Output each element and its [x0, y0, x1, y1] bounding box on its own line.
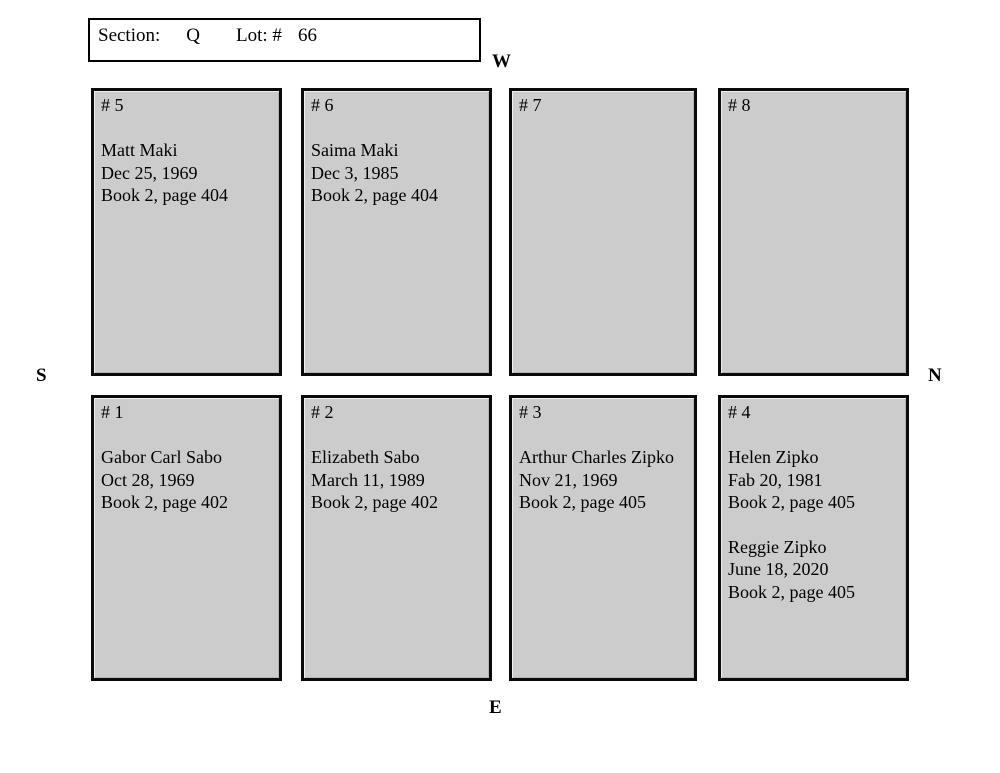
burial-name: Elizabeth Sabo	[311, 447, 420, 467]
plot-cell[interactable]: # 8	[718, 88, 909, 376]
compass-label-east: E	[489, 697, 502, 718]
plot-number: # 7	[519, 95, 542, 115]
burial-date: Nov 21, 1969	[519, 469, 618, 490]
compass-label-north: N	[928, 365, 943, 386]
burial-reference: Book 2, page 404	[101, 185, 228, 205]
section-label: Section:	[98, 25, 161, 46]
lot-value: 66	[297, 25, 317, 46]
burial-name: Helen Zipko	[728, 447, 819, 467]
section-value: Q	[186, 25, 201, 46]
burial-name: Reggie Zipko	[728, 536, 827, 557]
plot-cell[interactable]: # 7	[509, 88, 697, 376]
plot-number: # 8	[728, 95, 751, 115]
burial-name: Gabor Carl Sabo	[101, 447, 222, 467]
plot-number: # 3	[519, 402, 542, 422]
burial-name: Matt Maki	[101, 140, 178, 160]
burial-reference: Book 2, page 405	[728, 581, 855, 602]
burial-reference: Book 2, page 402	[311, 492, 438, 512]
compass-label-south: S	[36, 365, 47, 386]
burial-date: Fab 20, 1981	[728, 469, 823, 490]
compass-label-west: W	[492, 51, 512, 72]
burial-reference: Book 2, page 404	[311, 185, 438, 205]
burial-reference: Book 2, page 402	[101, 492, 228, 512]
section-lot-header-box: Section: Q Lot: # 66	[88, 18, 481, 62]
plot-number: # 5	[101, 95, 124, 115]
burial-date: Dec 25, 1969	[101, 162, 198, 183]
plot-number: # 6	[311, 95, 334, 115]
burial-reference: Book 2, page 405	[519, 492, 646, 512]
burial-reference: Book 2, page 405	[728, 492, 855, 512]
burial-date: Dec 3, 1985	[311, 162, 399, 183]
burial-name: Saima Maki	[311, 140, 399, 160]
plot-number: # 1	[101, 402, 124, 422]
plot-number: # 2	[311, 402, 334, 422]
burial-name: Arthur Charles Zipko	[519, 447, 674, 467]
section-lot-header-text: Section: Q Lot: # 66	[98, 24, 317, 48]
burial-date: March 11, 1989	[311, 469, 425, 490]
plot-number: # 4	[728, 402, 751, 422]
burial-date: Oct 28, 1969	[101, 469, 195, 490]
burial-date: June 18, 2020	[728, 559, 829, 579]
lot-label: Lot: #	[236, 25, 282, 46]
